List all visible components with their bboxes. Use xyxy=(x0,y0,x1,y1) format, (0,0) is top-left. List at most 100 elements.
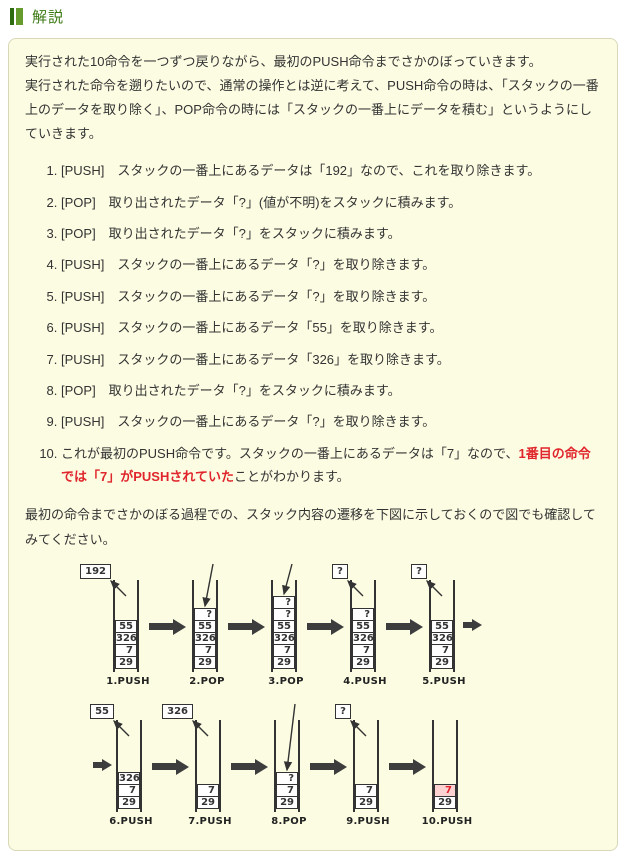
stack-label: 6.PUSH xyxy=(109,815,153,827)
intro-paragraph: 実行された10命令を一つずつ戻りながら、最初のPUSH命令までさかのぼっていきま… xyxy=(25,50,601,146)
step-item: [PUSH] スタックの一番上にあるデータ「55」を取り除きます。 xyxy=(61,316,601,339)
stack-cell: 29 xyxy=(355,795,377,809)
step-item: [PUSH] スタックの一番上にあるデータ「326」を取り除きます。 xyxy=(61,348,601,371)
arrow-shaft xyxy=(463,621,472,628)
intro-line-1: 実行された10命令を一つずつ戻りながら、最初のPUSH命令までさかのぼっていきま… xyxy=(25,54,542,69)
step-item: [PUSH] スタックの一番上にあるデータ「?」を取り除きます。 xyxy=(61,253,601,276)
stack-cell: 29 xyxy=(352,655,374,669)
arrow-shaft xyxy=(307,623,331,631)
step-text: [PUSH] スタックの一番上にあるデータ「?」を取り除きます。 xyxy=(61,414,436,430)
stack-label: 5.PUSH xyxy=(422,675,466,687)
transition-arrow-icon xyxy=(231,758,268,775)
flow-continue-arrow-icon xyxy=(93,758,112,771)
stack-cell: 55 xyxy=(115,619,137,633)
removed-data-box: ? xyxy=(332,563,348,579)
stack-cell: 29 xyxy=(431,655,453,669)
heading-bar-icon xyxy=(10,8,14,25)
stack-cell: 326 xyxy=(118,771,140,785)
stack-cell: 29 xyxy=(276,795,298,809)
step-text: [PUSH] スタックの一番上にあるデータ「?」を取り除きます。 xyxy=(61,288,436,304)
removed-data-box: 55 xyxy=(90,703,114,719)
stack-label: 4.PUSH xyxy=(343,675,387,687)
step-item: [PUSH] スタックの一番上にあるデータは「192」なので、これを取り除きます… xyxy=(61,159,601,182)
removed-data-box: ? xyxy=(335,703,351,719)
arrow-head xyxy=(331,618,344,635)
step-text: [PUSH] スタックの一番上にあるデータ「326」を取り除きます。 xyxy=(61,351,450,367)
outro-paragraph: 最初の命令までさかのぼる過程での、スタック内容の遷移を下図に示しておくので図でも… xyxy=(25,507,596,547)
stack-cell: 29 xyxy=(434,795,456,809)
stack-cell: ? xyxy=(352,607,374,621)
arrow-shaft xyxy=(310,763,334,771)
stack-cell: 29 xyxy=(115,655,137,669)
step-text: [POP] 取り出されたデータ「?」をスタックに積みます。 xyxy=(61,382,401,398)
arrow-shaft xyxy=(93,761,102,768)
stack-cell: 29 xyxy=(273,655,295,669)
step-text: [PUSH] スタックの一番上にあるデータ「?」を取り除きます。 xyxy=(61,257,436,273)
arrow-head xyxy=(255,758,268,775)
arrow-head xyxy=(472,618,482,631)
stack-label: 2.POP xyxy=(189,675,225,687)
transition-arrow-icon xyxy=(389,758,426,775)
removed-data-box: ? xyxy=(411,563,427,579)
section-heading-title: 解説 xyxy=(32,9,65,26)
step-item: これが最初のPUSH命令です。スタックの一番上にあるデータは「7」なので、1番目… xyxy=(61,442,601,489)
stack-label: 3.POP xyxy=(268,675,304,687)
step-item: [POP] 取り出されたデータ「?」をスタックに積みます。 xyxy=(61,222,601,245)
step-item: [PUSH] スタックの一番上にあるデータ「?」を取り除きます。 xyxy=(61,285,601,308)
arrow-shaft xyxy=(231,763,255,771)
stack-label: 10.PUSH xyxy=(421,815,473,827)
arrow-head xyxy=(252,618,265,635)
transition-arrow-icon xyxy=(152,758,189,775)
arrow-shaft xyxy=(228,623,252,631)
step-text: [POP] 取り出されたデータ「?」をスタックに積みます。 xyxy=(61,225,401,241)
steps-list: [PUSH] スタックの一番上にあるデータは「192」なので、これを取り除きます… xyxy=(25,159,601,488)
step-text: ことがわかります。 xyxy=(233,469,350,485)
stack-cell: 29 xyxy=(197,795,219,809)
stack-label: 1.PUSH xyxy=(106,675,150,687)
arrow-shaft xyxy=(386,623,410,631)
arrow-head xyxy=(410,618,423,635)
arrow-shaft xyxy=(149,623,173,631)
arrow-head xyxy=(176,758,189,775)
stack-label: 8.POP xyxy=(271,815,307,827)
stack-label: 7.PUSH xyxy=(188,815,232,827)
step-item: [PUSH] スタックの一番上にあるデータ「?」を取り除きます。 xyxy=(61,410,601,433)
arrow-shaft xyxy=(389,763,413,771)
step-text: [PUSH] スタックの一番上にあるデータ「55」を取り除きます。 xyxy=(61,320,443,336)
transition-arrow-icon xyxy=(310,758,347,775)
arrow-head xyxy=(413,758,426,775)
transition-arrow-icon xyxy=(386,618,423,635)
intro-line-2: 実行された命令を遡りたいので、通常の操作とは逆に考えて、PUSH命令の時は、「ス… xyxy=(25,78,599,142)
step-item: [POP] 取り出されたデータ「?」をスタックに積みます。 xyxy=(61,379,601,402)
heading-bar-icon xyxy=(16,8,23,25)
step-text: [PUSH] スタックの一番上にあるデータは「192」なので、これを取り除きます… xyxy=(61,163,541,179)
stack-cell: 29 xyxy=(118,795,140,809)
transition-arrow-icon xyxy=(149,618,186,635)
